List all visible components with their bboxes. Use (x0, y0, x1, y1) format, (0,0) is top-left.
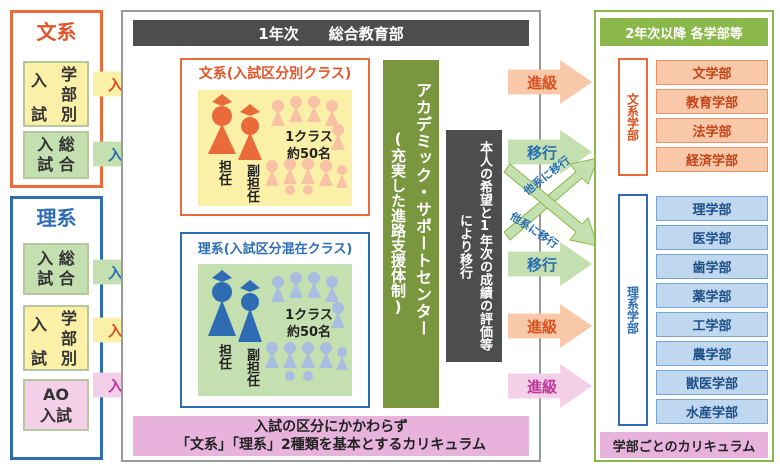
class-size-label: 1クラス 約50名 (276, 306, 342, 342)
rikei-gakubu-box: 入 試 学 部 別 (23, 305, 89, 371)
rikei-faculty-item: 理学部 (656, 196, 768, 221)
sogo-bottom: 試 合 (37, 269, 75, 288)
tannin-label: 担任 (216, 344, 231, 370)
class-size-line2: 約50名 (286, 147, 332, 162)
bunkei-panel: 文系 入 試 学 部 別 入 総 試 合 (10, 10, 103, 188)
rikei-ao-box: AO 入試 (23, 379, 89, 431)
bunkei-faculty-label: 文系学部 (618, 58, 648, 176)
side-char: 入 (30, 315, 47, 334)
main-char: 別 (60, 349, 77, 368)
bunkei-gakubu-box: 入 試 学 部 別 (23, 61, 89, 127)
rikei-faculty-item: 医学部 (656, 225, 768, 250)
rikei-gakubu-side: 入 試 (28, 311, 50, 369)
student-icons (265, 272, 348, 381)
arrow-label: 移行 (526, 255, 557, 274)
rikei-people-illustration (208, 270, 348, 381)
academic-center-label: アカデミック・サポートセンター (413, 82, 432, 337)
bunkei-faculty-item: 教育学部 (656, 89, 768, 114)
bunkei-faculty-item: 経済学部 (656, 147, 768, 172)
main-char: 学 (60, 309, 77, 328)
bunkei-class-title: 文系(入試区分別クラス) (198, 66, 352, 82)
bunkei-faculty-item: 文学部 (656, 60, 768, 85)
footer-line2: 「文系」「理系」2種類を基本とするカリキュラム (176, 437, 486, 453)
sogo-bottom: 試 合 (37, 155, 75, 174)
main-char: 部 (60, 329, 77, 348)
first-year-footer: 入試の区分にかかわらず 「文系」「理系」2種類を基本とするカリキュラム (133, 416, 529, 456)
sogo-top: 入 総 (37, 135, 75, 154)
main-char: 部 (60, 85, 77, 104)
ao-top: AO (43, 385, 69, 404)
teacher-icon (238, 104, 262, 160)
rikei-sogo-box: 入 総 試 合 (23, 243, 89, 295)
arrow-label: 進級 (526, 377, 557, 396)
side-char: 入 (30, 71, 47, 90)
tannin-label: 担任 (216, 160, 231, 186)
student-icons (265, 96, 348, 195)
rikei-class-title: 理系(入試区分混在クラス) (197, 241, 353, 257)
academic-support-center: アカデミック・サポートセンター (充実した進路支援体制) (383, 60, 439, 408)
teacher-icon (208, 94, 236, 154)
rikei-faculty-label: 理系学部 (618, 194, 648, 426)
bunkei-class-inner: 1クラス 約50名 担任 副担任 (198, 90, 352, 206)
arrow-label: 進級 (526, 73, 557, 92)
transfer-note-text: 本人の希望と1年次の成績の評価等により移行 (457, 141, 492, 351)
arrow-label: 移行 (526, 143, 557, 162)
rikei-class-box: 理系(入試区分混在クラス) (180, 232, 370, 408)
class-size-line1: 1クラス (285, 130, 333, 145)
bunkei-sogo-box: 入 総 試 合 (23, 131, 89, 179)
rikei-faculty-item: 工学部 (656, 312, 768, 337)
sogo-top: 入 総 (37, 249, 75, 268)
bunkei-faculty-item: 法学部 (656, 118, 768, 143)
transfer-note: 本人の希望と1年次の成績の評価等により移行 (446, 130, 502, 362)
class-size-line1: 1クラス (285, 308, 333, 323)
bunkei-gakubu-main: 学 部 別 (51, 64, 87, 126)
rikei-class-inner: 1クラス 約50名 担任 副担任 (198, 264, 352, 396)
later-years-header: 2年次以降 各学部等 (600, 18, 768, 46)
main-char: 学 (60, 65, 77, 84)
fuku-tannin-label: 副担任 (244, 164, 259, 203)
teacher-icon (238, 280, 262, 342)
cross-transfer-arrows (503, 157, 599, 247)
rikei-faculty-label-text: 理系学部 (625, 286, 640, 334)
class-size-line2: 約50名 (286, 325, 332, 340)
class-size-label: 1クラス 約50名 (276, 128, 342, 164)
main-char: 別 (60, 105, 77, 124)
bunkei-people-illustration (208, 94, 348, 195)
later-years-footer: 学部ごとのカリキュラム (600, 432, 768, 458)
footer-line1: 入試の区分にかかわらず (254, 419, 408, 435)
rikei-faculty-item: 獣医学部 (656, 370, 768, 395)
bunkei-class-box: 文系(入試区分別クラス) (180, 58, 370, 216)
rikei-gakubu-main: 学 部 別 (51, 308, 87, 370)
academic-center-sub: (充実した進路支援体制) (389, 130, 407, 316)
rikei-faculty-item: 水産学部 (656, 399, 768, 424)
first-year-header: 1年次 総合教育部 (133, 20, 529, 46)
arrow-label: 進級 (526, 317, 557, 336)
side-char: 試 (30, 349, 47, 368)
teacher-icon (208, 270, 236, 336)
bunkei-gakubu-side: 入 試 (28, 67, 50, 125)
rikei-faculty-item: 歯学部 (656, 254, 768, 279)
rikei-faculty-item: 農学部 (656, 341, 768, 366)
ao-bottom: 入試 (39, 406, 72, 425)
bunkei-faculty-label-text: 文系学部 (625, 93, 640, 141)
bunkei-title: 文系 (36, 19, 77, 44)
fuku-tannin-label: 副担任 (244, 348, 259, 387)
rikei-faculty-item: 薬学部 (656, 283, 768, 308)
rikei-title: 理系 (36, 205, 77, 230)
rikei-panel: 理系 入 総 試 合 入 試 学 部 別 AO 入試 (10, 196, 103, 460)
side-char: 試 (30, 105, 47, 124)
